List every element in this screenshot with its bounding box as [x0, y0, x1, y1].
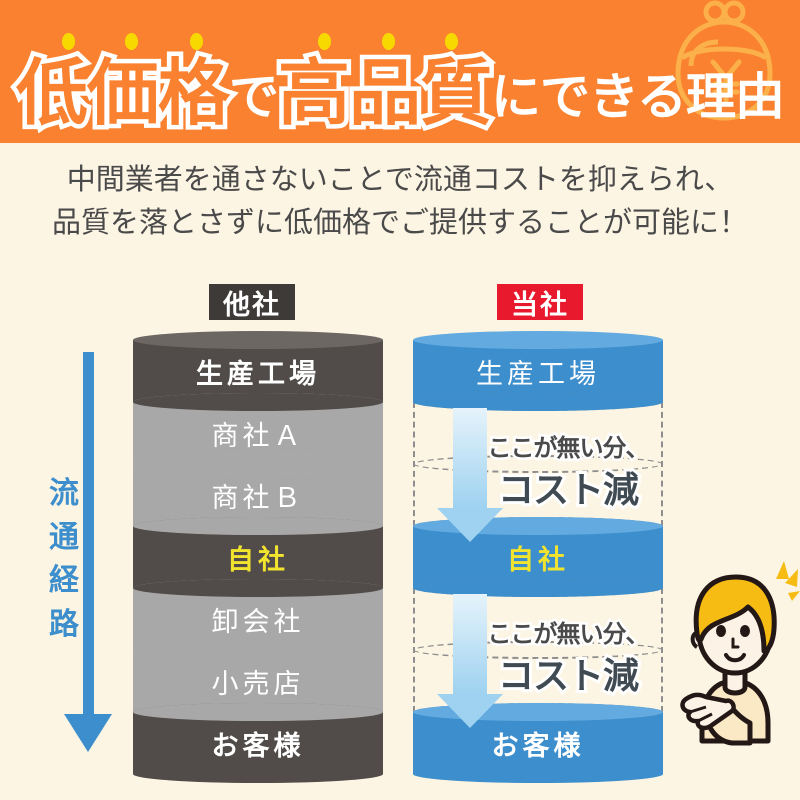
decorative-dot-6: [445, 33, 458, 50]
arrow-head: [437, 694, 503, 728]
badge-other-company: 他社: [209, 284, 295, 321]
cost-reduction-headline: コスト減: [495, 653, 642, 700]
page-title: 低価格で高品質にできる理由: [0, 51, 800, 135]
cost-reduction-arrow-down-icon: [437, 594, 503, 728]
gap-segment-ours-2: ここが無い分、コスト減: [413, 393, 665, 542]
segment-label: 生産工場: [196, 358, 320, 390]
segment-bottom-cap: [133, 579, 383, 597]
segment-bottom-cap: [133, 641, 383, 659]
lead-paragraph: 中間業者を通さないことで流通コストを抑えられ、 品質を落とさずに低価格でご提供す…: [0, 158, 800, 244]
segment-bottom-cap: [413, 765, 663, 783]
segment-label: 自社: [227, 544, 289, 576]
cost-reduction-text: ここが無い分、コスト減: [415, 428, 665, 515]
segment-bottom-cap: [133, 517, 383, 535]
segment-label: 商社Ａ: [211, 420, 305, 452]
cost-reduction-headline: コスト減: [495, 467, 642, 514]
segment-label: 商社Ｂ: [211, 482, 305, 514]
dashed-ellipse: [413, 641, 663, 659]
segment-bottom-cap: [413, 393, 663, 411]
lead-line-1: 中間業者を通さないことで流通コストを抑えられ、: [66, 162, 734, 196]
title-part-2: で: [229, 68, 279, 126]
column-our-company: 生産工場ここが無い分、コスト減自社ここが無い分、コスト減お客様: [413, 331, 665, 783]
cost-reduction-caption: ここが無い分、: [485, 432, 652, 465]
segment-label: 卸会社: [211, 606, 305, 638]
decorative-dot-1: [62, 33, 75, 50]
title-part-1: 低価格: [11, 51, 234, 135]
segment-label: お客様: [211, 730, 305, 762]
route-arrow-shaft: [83, 352, 94, 720]
arrow-shaft: [453, 594, 487, 694]
cost-reduction-text: ここが無い分、コスト減: [415, 614, 665, 701]
segment-label: 小売店: [211, 668, 305, 700]
segment-other-6: 小売店: [133, 641, 383, 721]
segment-other-3: 商社Ｂ: [133, 455, 383, 535]
wallet-yen-icon: [675, 0, 773, 121]
arrow-down-icon: [64, 714, 112, 752]
segment-top-cap: [413, 331, 663, 349]
title-part-3: 高品質: [273, 51, 496, 135]
decorative-dot-2: [125, 33, 138, 50]
segment-other-7: お客様: [133, 703, 383, 783]
segment-bottom-cap: [133, 703, 383, 721]
segment-bottom-cap: [133, 455, 383, 473]
title-part-4: にできる理由: [491, 68, 785, 126]
column-other-company: 生産工場商社Ａ 商社Ｂ 自社卸会社小売店お客様: [133, 331, 383, 783]
lead-line-2: 品質を落とさずに低価格でご提供することが可能に！: [51, 204, 748, 239]
spark-lines: [776, 561, 800, 601]
segment-ours-1: 生産工場: [413, 331, 663, 411]
segment-label: お客様: [491, 730, 585, 762]
segment-other-4: 自社: [133, 517, 383, 597]
segment-bottom-cap: [133, 393, 383, 411]
segment-top-cap: [133, 331, 383, 349]
dashed-ellipse: [413, 455, 663, 473]
segment-bottom-cap: [413, 579, 663, 597]
segment-label: 生産工場: [476, 358, 600, 390]
segment-label: 自社: [507, 544, 569, 576]
woman-body: [680, 574, 777, 746]
route-label: 流通経路: [49, 476, 79, 642]
decorative-dot-3: [190, 33, 203, 50]
decorative-dot-4: [318, 33, 331, 50]
segment-other-5: 卸会社: [133, 579, 383, 659]
segment-bottom-cap: [133, 765, 383, 783]
arrow-head: [437, 508, 503, 542]
page-header: 低価格で高品質にできる理由: [0, 0, 800, 143]
arrow-shaft: [453, 408, 487, 508]
badge-our-company: 当社: [497, 284, 583, 321]
cost-reduction-caption: ここが無い分、: [485, 618, 652, 651]
segment-other-2: 商社Ａ: [133, 393, 383, 473]
decorative-dot-5: [382, 33, 395, 50]
distribution-route-indicator: 流通経路: [36, 352, 126, 772]
cost-reduction-arrow-down-icon: [437, 408, 503, 542]
segment-other-1: 生産工場: [133, 331, 383, 411]
gap-segment-ours-4: ここが無い分、コスト減: [413, 579, 665, 728]
pointing-woman-illustration: [680, 561, 800, 746]
